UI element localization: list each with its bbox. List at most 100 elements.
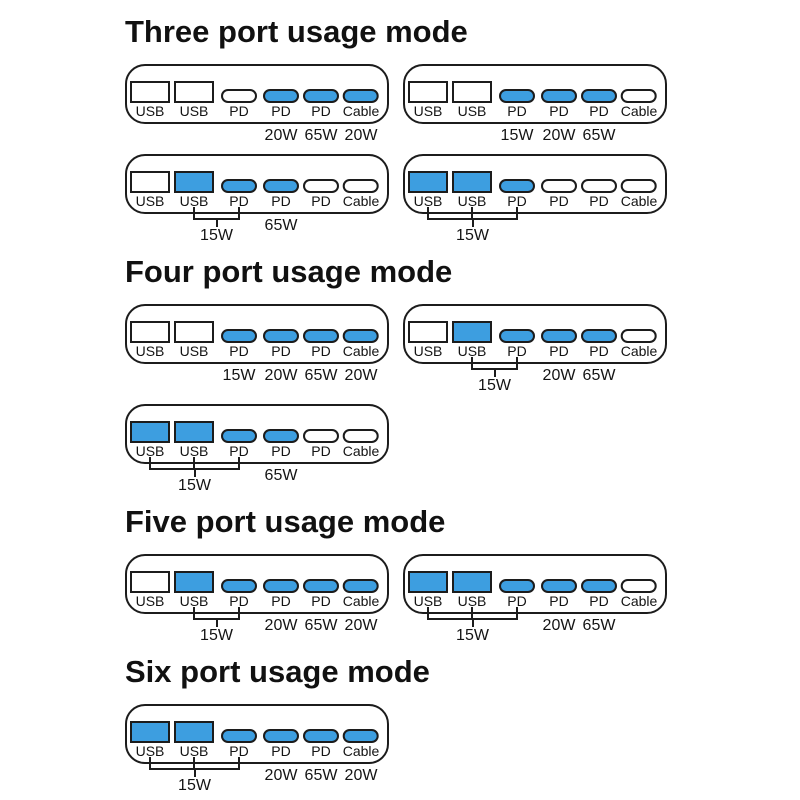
usb-a-port-icon <box>130 721 170 743</box>
usb-c-port-icon <box>303 579 339 593</box>
watt-label: 20W <box>344 617 378 634</box>
port-label: PD <box>507 593 527 609</box>
port-pd: PD <box>263 554 299 614</box>
watt-label: 65W <box>264 217 298 234</box>
bracket-tick <box>238 457 240 470</box>
usb-c-port-icon <box>263 89 299 103</box>
bracket-mid-tick <box>471 218 474 227</box>
port-label: PD <box>549 193 569 209</box>
usage-mode-section: Three port usage mode USB USB PD PD PD C… <box>125 14 800 246</box>
usb-c-port-icon <box>221 729 257 743</box>
bracket-mid-tick <box>215 618 218 627</box>
port-label: PD <box>229 103 249 119</box>
watt-label: 65W <box>304 127 338 144</box>
port-label: PD <box>589 593 609 609</box>
usb-a-port-icon <box>130 81 170 103</box>
usb-c-port-icon <box>581 89 617 103</box>
port-usb: USB <box>408 304 448 364</box>
usb-c-port-icon <box>541 579 577 593</box>
bracket-tick <box>238 607 240 620</box>
usb-c-port-icon <box>263 729 299 743</box>
port-cable: Cable <box>343 704 379 764</box>
port-usb: USB <box>408 154 448 214</box>
port-label: USB <box>179 193 209 209</box>
usb-c-port-icon <box>343 329 379 343</box>
usb-c-port-icon <box>499 329 535 343</box>
port-usb: USB <box>174 154 214 214</box>
port-label: Cable <box>342 193 380 209</box>
port-label: PD <box>311 193 331 209</box>
port-usb: USB <box>130 64 170 124</box>
shared-watt-label: 15W <box>200 227 233 244</box>
port-label: Cable <box>620 343 658 359</box>
usb-c-port-icon <box>621 179 657 193</box>
port-usb: USB <box>452 154 492 214</box>
usb-c-port-icon <box>541 89 577 103</box>
section-title: Six port usage mode <box>125 654 430 689</box>
port-usb: USB <box>452 304 492 364</box>
usb-c-port-icon <box>343 729 379 743</box>
bracket-mid-tick <box>215 218 218 227</box>
port-pd: PD <box>303 304 339 364</box>
port-label: USB <box>179 593 209 609</box>
port-label: USB <box>457 343 487 359</box>
port-label: PD <box>311 593 331 609</box>
watt-label: 20W <box>542 617 576 634</box>
port-label: PD <box>507 343 527 359</box>
watt-label: 15W <box>222 367 256 384</box>
port-label: USB <box>135 593 165 609</box>
port-label: PD <box>229 443 249 459</box>
port-usb: USB <box>174 404 214 464</box>
bracket-mid-tick <box>471 618 474 627</box>
watt-label: 65W <box>582 617 616 634</box>
usb-a-port-icon <box>174 421 214 443</box>
port-pd: PD <box>581 64 617 124</box>
port-usb: USB <box>130 304 170 364</box>
usb-c-port-icon <box>343 429 379 443</box>
usb-a-port-icon <box>452 571 492 593</box>
port-label: Cable <box>342 103 380 119</box>
bracket-mid-tick <box>193 768 196 777</box>
usb-c-port-icon <box>303 429 339 443</box>
port-label: PD <box>271 193 291 209</box>
port-cable: Cable <box>343 554 379 614</box>
watt-label: 20W <box>542 367 576 384</box>
usb-c-port-icon <box>621 89 657 103</box>
port-label: Cable <box>342 343 380 359</box>
port-label: Cable <box>620 103 658 119</box>
usb-a-port-icon <box>408 571 448 593</box>
port-pd: PD <box>221 304 257 364</box>
port-pd: PD <box>541 154 577 214</box>
bracket-tick <box>193 207 195 220</box>
port-usb: USB <box>174 554 214 614</box>
usb-c-port-icon <box>343 179 379 193</box>
bracket-tick <box>516 607 518 620</box>
watt-label: 65W <box>264 467 298 484</box>
bracket-tick <box>471 357 473 370</box>
bracket-tick <box>471 207 473 220</box>
shared-watt-label: 15W <box>178 477 211 494</box>
section-title: Five port usage mode <box>125 504 446 539</box>
usb-c-port-icon <box>499 579 535 593</box>
port-label: PD <box>549 343 569 359</box>
bracket-tick <box>238 757 240 770</box>
port-label: PD <box>311 103 331 119</box>
port-cable: Cable <box>621 154 657 214</box>
port-label: PD <box>589 343 609 359</box>
port-pd: PD <box>221 64 257 124</box>
usb-c-port-icon <box>343 89 379 103</box>
port-cable: Cable <box>342 154 380 214</box>
port-pd: PD <box>303 64 339 124</box>
watt-label: 65W <box>582 367 616 384</box>
port-label: PD <box>229 343 249 359</box>
port-label: USB <box>413 343 443 359</box>
